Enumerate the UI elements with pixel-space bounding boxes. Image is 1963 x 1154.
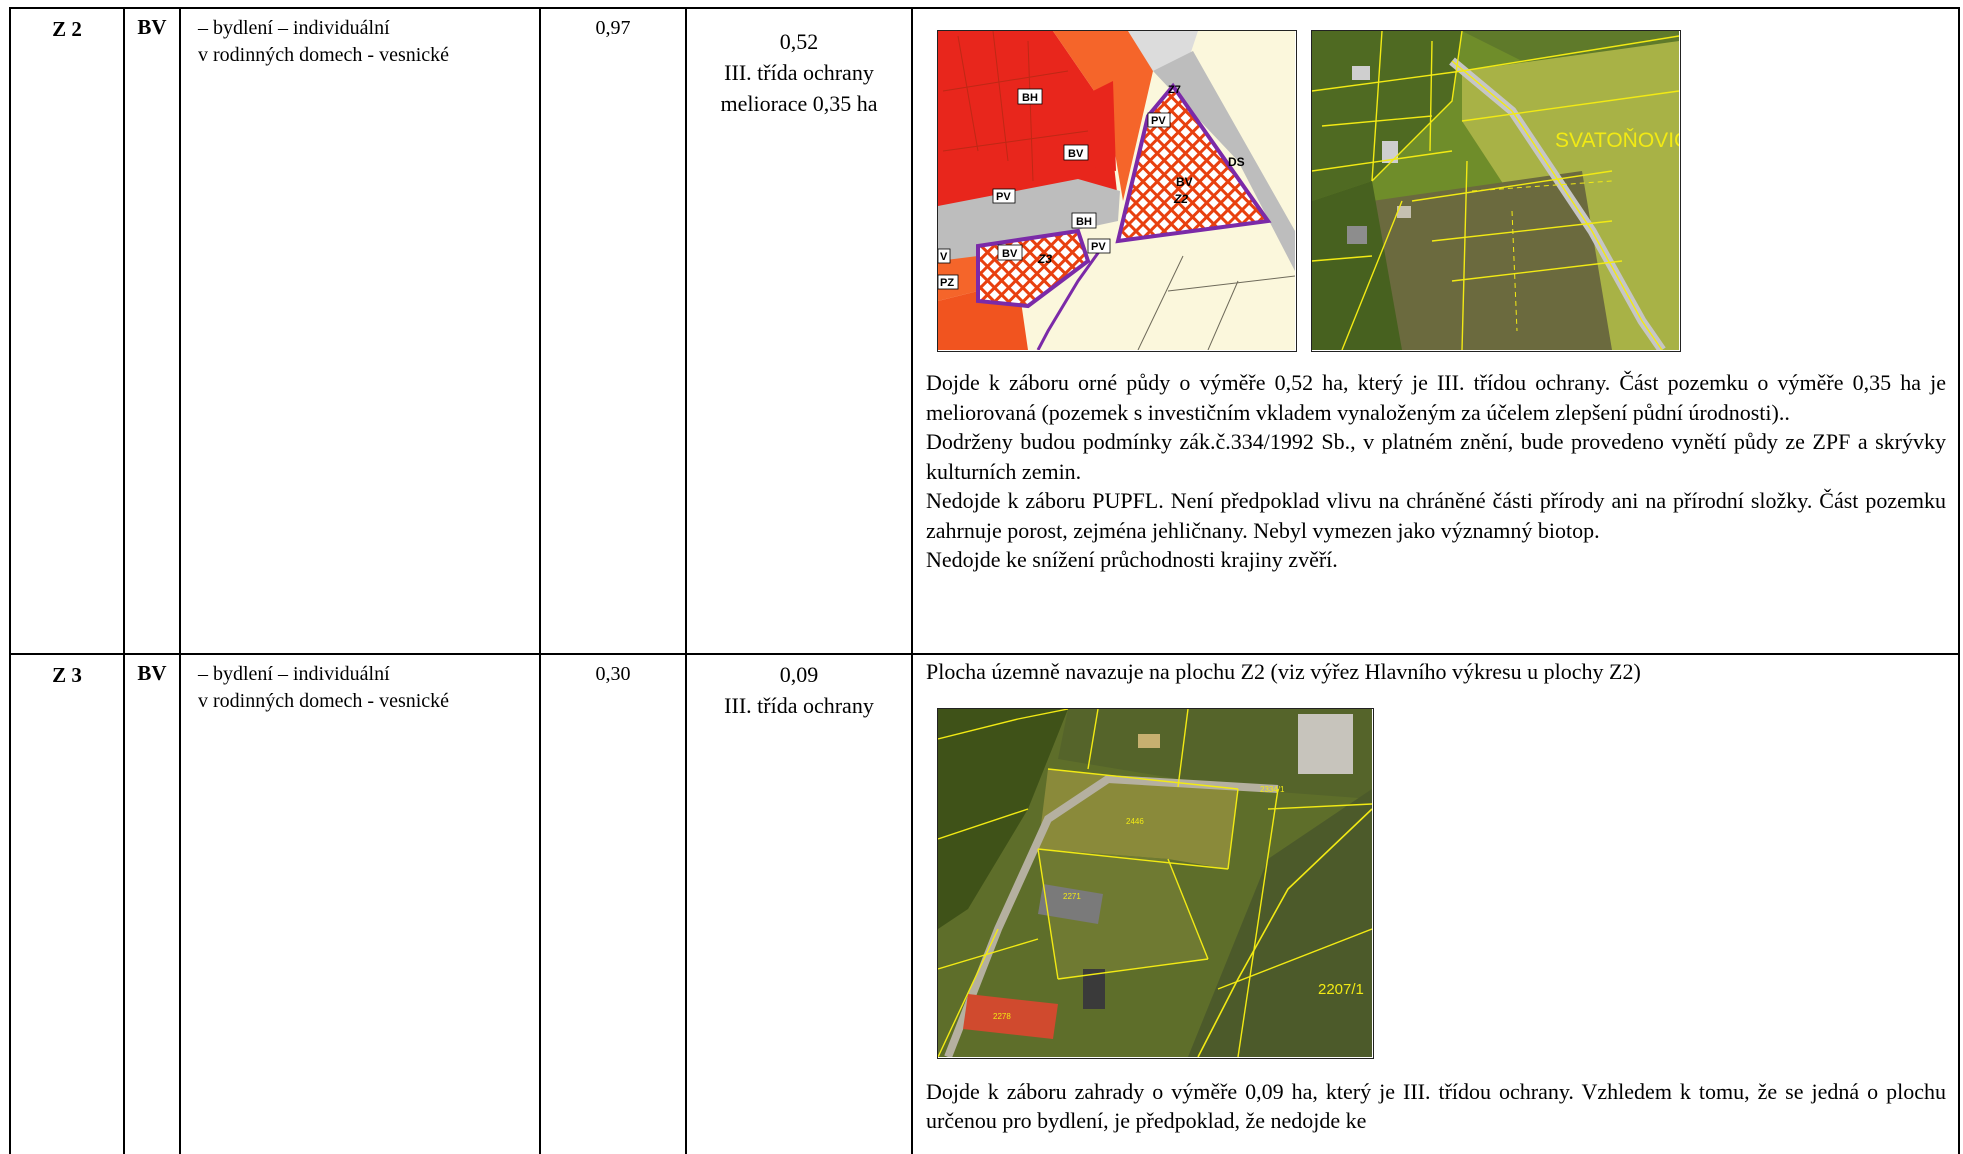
map-label: Z2 (1173, 192, 1188, 206)
zpf-cell: 0,09 III. třída ochrany (685, 653, 913, 1154)
table-row: Z 2 BV – bydlení – individuální v rodinn… (9, 7, 1960, 655)
plan-map-image: BH BV Z7 PV PV DS BV Z2 BH (937, 30, 1297, 352)
table-row: Z 3 BV – bydlení – individuální v rodinn… (9, 653, 1960, 1154)
note-paragraph: Dojde k záboru orné půdy o výměře 0,52 h… (926, 370, 1946, 425)
zone-notes: Plocha územně navazuje na plochu Z2 (viz… (911, 653, 1960, 1154)
zone-code: Z 2 (9, 7, 125, 655)
map-label: BV (1176, 175, 1193, 189)
description-line: v rodinných domech - vesnické (198, 44, 450, 66)
description-line: – bydlení – individuální (198, 663, 390, 685)
map-label: 2271 (1063, 892, 1081, 901)
map-label: BV (1068, 148, 1084, 160)
zpf-area: 0,52 (779, 29, 819, 54)
map-label: PV (996, 191, 1011, 203)
zone-notes: BH BV Z7 PV PV DS BV Z2 BH (911, 7, 1960, 655)
map-label: BH (1022, 92, 1038, 104)
map-label: BV (1002, 248, 1018, 260)
map-label: Z3 (1037, 252, 1052, 266)
map-label: 2334/1 (1260, 785, 1285, 794)
note-paragraph: Dodrženy budou podmínky zák.č.334/1992 S… (926, 429, 1946, 484)
zone-type: BV (123, 653, 181, 1154)
zpf-class: III. třída ochrany (724, 693, 874, 718)
description-line: – bydlení – individuální (198, 17, 390, 39)
zpf-class: III. třída ochrany (724, 60, 874, 85)
map-label: PV (1091, 241, 1106, 253)
zpf-area: 0,09 (779, 662, 819, 687)
zone-area: 0,30 (539, 653, 687, 1154)
note-intro: Plocha územně navazuje na plochu Z2 (viz… (926, 659, 1641, 684)
map-label: PV (1151, 115, 1166, 127)
map-label: V (940, 251, 948, 263)
note-paragraph: Nedojde k záboru PUPFL. Není předpoklad … (926, 488, 1946, 543)
description-line: v rodinných domech - vesnické (198, 690, 450, 712)
zone-type: BV (123, 7, 181, 655)
map-label: SVATOŇOVIC (1555, 129, 1679, 152)
ortho-map-image: 2207/1 2334/1 2446 2271 2278 (937, 707, 1374, 1059)
zone-description: – bydlení – individuální v rodinných dom… (179, 7, 541, 655)
note-paragraph: Nedojde ke snížení průchodnosti krajiny … (926, 547, 1338, 572)
zone-description: – bydlení – individuální v rodinných dom… (179, 653, 541, 1154)
map-label: Z7 (1168, 84, 1181, 96)
map-label: 2446 (1126, 817, 1144, 826)
map-label: 2207/1 (1318, 981, 1364, 998)
map-label: PZ (940, 277, 954, 289)
zones-table: Z 2 BV – bydlení – individuální v rodinn… (9, 7, 1960, 1154)
zone-area: 0,97 (539, 7, 687, 655)
zpf-cell: 0,52 III. třída ochrany meliorace 0,35 h… (685, 7, 913, 655)
map-label: BH (1076, 216, 1092, 228)
zpf-melioration: meliorace 0,35 ha (720, 91, 878, 116)
map-label: DS (1228, 155, 1245, 169)
zone-code: Z 3 (9, 653, 125, 1154)
map-label: 2278 (993, 1012, 1011, 1021)
note-paragraph: Dojde k záboru zahrady o výměře 0,09 ha,… (926, 1078, 1946, 1134)
ortho-map-image: SVATOŇOVIC (1311, 30, 1681, 352)
